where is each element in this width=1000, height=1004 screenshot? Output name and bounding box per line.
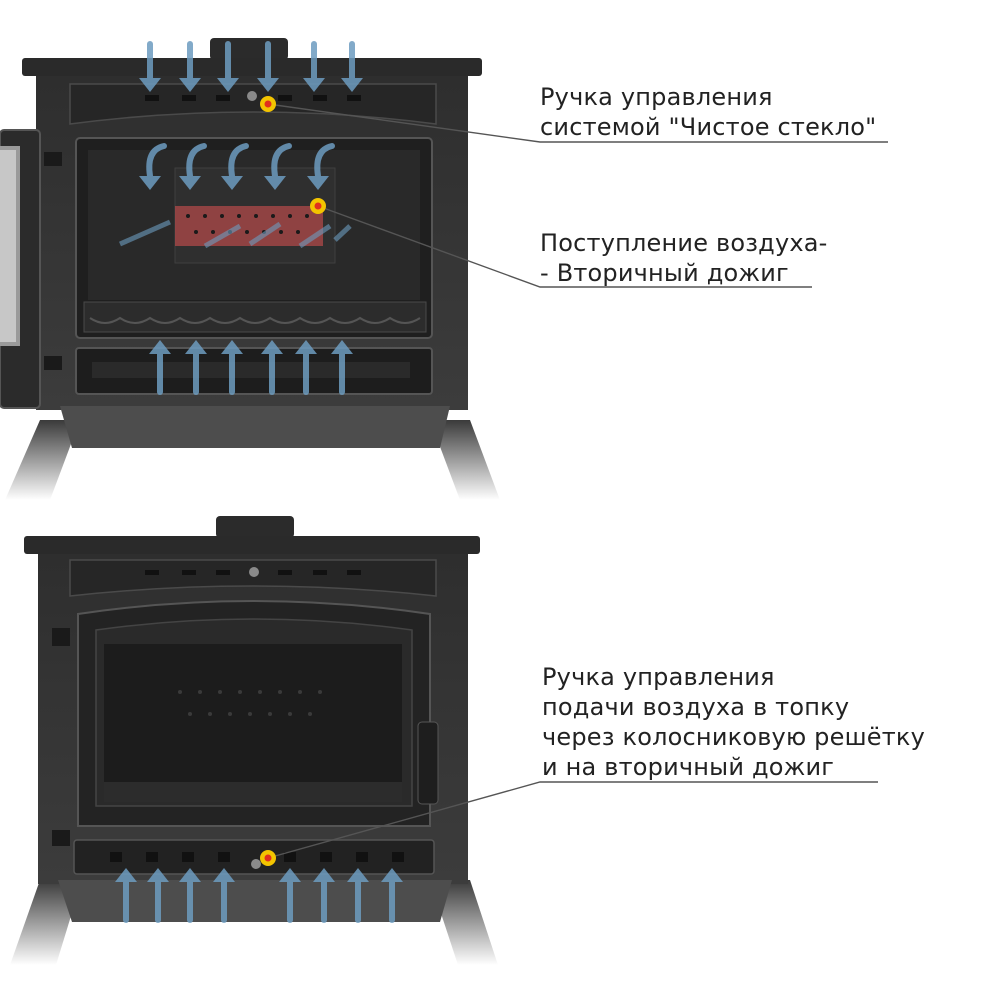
- stove-top-leg-left: [5, 420, 80, 500]
- air-flow-arrows: [115, 41, 403, 923]
- secondary-air-arrow-icon: [203, 223, 242, 249]
- callout-secondary-burn: Поступление воздуха- - Вторичный дожиг: [540, 228, 828, 288]
- air-flow-arrow-icon: [115, 868, 137, 923]
- air-flow-arrow-icon: [264, 143, 292, 190]
- callout-air-supply-line-2: подачи воздуха в топку: [542, 693, 850, 721]
- stove-bottom-plate: [24, 536, 480, 554]
- secondary-burn-zone: [175, 206, 323, 246]
- air-flow-arrow-icon: [179, 143, 207, 190]
- stove-bottom-door-glass: [104, 644, 402, 782]
- stove-top-grate: [83, 301, 427, 333]
- air-flow-arrow-icon: [221, 340, 243, 395]
- leader-line-clean-glass: [267, 103, 888, 143]
- air-flow-arrow-icon: [261, 340, 283, 395]
- control-marker-air-supply: [251, 850, 276, 869]
- secondary-air-arrow-icon: [333, 224, 352, 242]
- control-marker-clean-glass: [247, 91, 276, 112]
- stove-top-open-door: [0, 38, 500, 500]
- air-flow-arrow-icon: [221, 143, 249, 190]
- stove-bottom-flue: [216, 516, 294, 538]
- callout-clean-glass-line-2: системой "Чистое стекло": [540, 113, 877, 141]
- stove-bottom-door-handle: [417, 721, 439, 805]
- callout-clean-glass-handle: Ручка управления системой "Чистое стекло…: [540, 82, 876, 142]
- air-flow-arrow-icon: [303, 41, 325, 92]
- air-flow-arrow-icon: [217, 41, 239, 92]
- air-flow-arrow-icon: [185, 340, 207, 395]
- secondary-air-arrow-icon: [118, 219, 172, 247]
- stove-top-flue: [210, 38, 288, 60]
- callout-clean-glass-line-1: Ручка управления: [540, 83, 773, 111]
- callout-air-supply-line-4: и на вторичный дожиг: [542, 753, 835, 781]
- air-flow-arrow-icon: [149, 340, 171, 395]
- air-flow-arrow-icon: [295, 340, 317, 395]
- air-flow-arrow-icon: [307, 143, 335, 190]
- control-marker-bottom-top-vent: [249, 567, 259, 577]
- secondary-air-arrow-icon: [248, 221, 282, 247]
- air-flow-arrow-icon: [347, 868, 369, 923]
- stove-top-hearth: [60, 406, 450, 448]
- stove-top-leg-right: [430, 420, 500, 500]
- stove-bottom-leg-right: [430, 880, 498, 965]
- callout-air-supply-line-3: через колосниковую решётку: [542, 723, 925, 751]
- stove-top-plate: [22, 58, 482, 76]
- callout-secondary-burn-line-2: - Вторичный дожиг: [540, 259, 789, 287]
- air-flow-arrow-icon: [179, 868, 201, 923]
- air-flow-arrow-icon: [257, 41, 279, 92]
- callout-air-supply-line-1: Ручка управления: [542, 663, 775, 691]
- air-flow-arrow-icon: [213, 868, 235, 923]
- stove-bottom-air-vent: [73, 839, 435, 875]
- stove-bottom-closed-door: [10, 516, 498, 965]
- air-flow-arrow-icon: [331, 340, 353, 395]
- leader-line-secondary-burn: [317, 205, 812, 288]
- stove-bottom-leg-left: [10, 880, 82, 965]
- air-flow-arrow-icon: [279, 868, 301, 923]
- air-flow-arrow-icon: [139, 41, 161, 92]
- air-flow-arrow-icon: [313, 868, 335, 923]
- leader-line-air-supply: [267, 781, 878, 859]
- callout-secondary-burn-line-1: Поступление воздуха-: [540, 229, 828, 257]
- stove-top-vent-slots: [145, 95, 361, 101]
- callout-air-supply-handle: Ручка управления подачи воздуха в топку …: [542, 662, 925, 782]
- control-marker-secondary-burn: [310, 198, 326, 214]
- air-flow-arrow-icon: [139, 143, 167, 190]
- air-flow-arrow-icon: [381, 868, 403, 923]
- secondary-air-arrow-icon: [298, 223, 332, 249]
- leader-lines: [267, 103, 888, 859]
- air-flow-arrow-icon: [147, 868, 169, 923]
- air-flow-arrow-icon: [179, 41, 201, 92]
- air-flow-arrow-icon: [341, 41, 363, 92]
